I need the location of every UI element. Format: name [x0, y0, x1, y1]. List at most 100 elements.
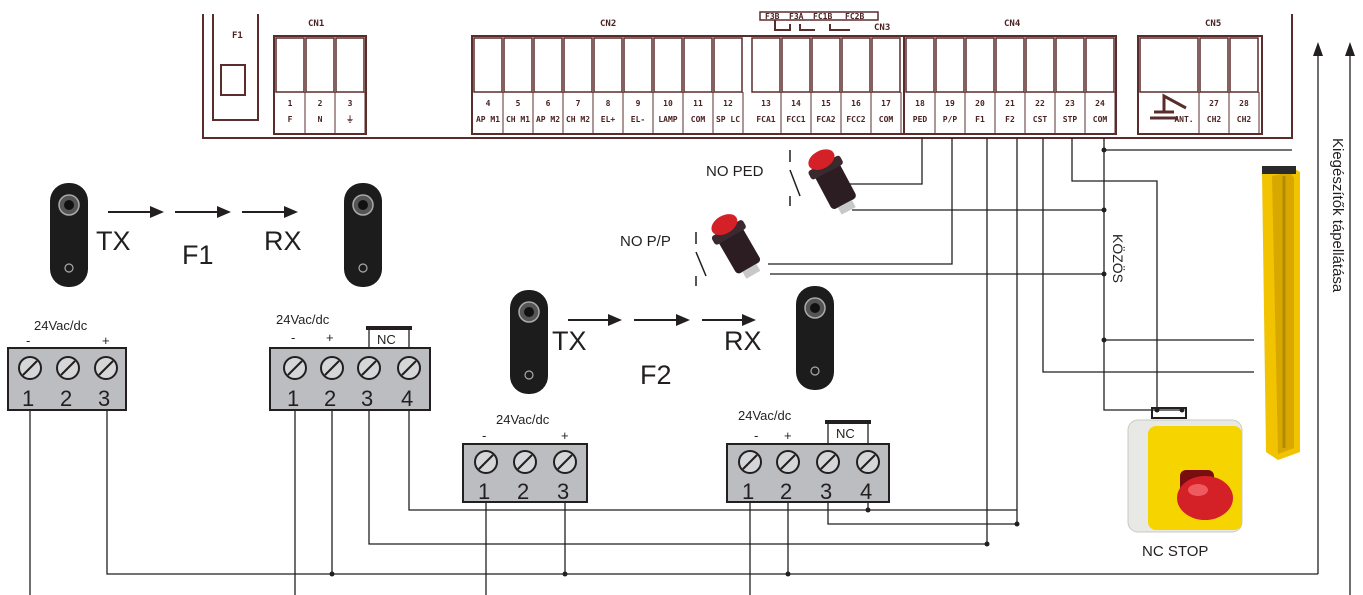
- photocell-f1: TX F1 RX 24Vac/dc - + 1 2 3 24Vac/dc - +…: [7, 183, 431, 411]
- terminal-number: 3: [348, 99, 353, 108]
- group-cn1: CN1: [308, 19, 324, 29]
- top-connector-fc2b: FC2B: [845, 12, 864, 21]
- terminal-name: EL+: [601, 115, 616, 124]
- f2-rx-num-4: 4: [860, 479, 872, 504]
- wiring: [29, 42, 1355, 595]
- terminal-name: ANT.: [1174, 115, 1193, 124]
- terminal-name: COM: [879, 115, 894, 124]
- terminal-name: SP LC: [716, 115, 740, 124]
- f1-rx-minus: -: [291, 330, 295, 345]
- f2-tx-num-3: 3: [557, 479, 569, 504]
- terminal-number: 12: [723, 99, 733, 108]
- terminal-name: N: [318, 115, 323, 124]
- terminal-name: CH2: [1237, 115, 1252, 124]
- emergency-stop-icon: [1127, 407, 1243, 533]
- board-terminal: 4 AP M1: [473, 37, 504, 134]
- f2-tx-label: TX: [552, 326, 587, 356]
- f1-beam-arrows: [108, 206, 298, 218]
- terminal-number: 16: [851, 99, 861, 108]
- terminal-name: AP M1: [476, 115, 500, 124]
- stop-button-label: NC STOP: [1142, 543, 1208, 560]
- f1-tx-num-3: 3: [98, 386, 110, 411]
- terminal-name: LAMP: [658, 115, 677, 124]
- terminal-number: 17: [881, 99, 891, 108]
- terminal-number: 2: [318, 99, 323, 108]
- f1-rx-label: RX: [264, 226, 302, 256]
- terminal-name: FCA2: [816, 115, 835, 124]
- f2-rx-photocell-icon: [796, 286, 834, 390]
- terminal-name: PED: [913, 115, 928, 124]
- f1-rx-num-2: 2: [324, 386, 336, 411]
- f2-rx-supply: 24Vac/dc: [738, 408, 792, 423]
- f2-tx-photocell-icon: [510, 290, 548, 394]
- accessory-supply-label: Kiegészítők tápellátása: [1329, 138, 1346, 293]
- terminal-name: ⏚: [346, 115, 354, 124]
- terminal-number: 15: [821, 99, 831, 108]
- pp-button: NO P/P: [620, 214, 761, 286]
- terminal-name: CH M1: [506, 115, 530, 124]
- terminal-number: 10: [663, 99, 673, 108]
- terminal-name: F2: [1005, 115, 1015, 124]
- antenna-icon: [1150, 93, 1187, 120]
- board-terminal: 6AP M2: [533, 37, 564, 134]
- common-label: KÖZÖS: [1110, 234, 1127, 283]
- terminal-number: 21: [1005, 99, 1015, 108]
- f1-tx-label: TX: [96, 226, 131, 256]
- group-cn2: CN2: [600, 19, 616, 29]
- terminal-name: F1: [975, 115, 985, 124]
- ped-button: NO PED: [706, 149, 856, 215]
- terminal-name: CST: [1033, 115, 1048, 124]
- terminal-number: 8: [606, 99, 611, 108]
- f1-tx-plus: +: [102, 333, 110, 348]
- f1-tx-num-1: 1: [22, 386, 34, 411]
- f1-tx-minus: -: [26, 333, 30, 348]
- f2-beam-arrows: [568, 314, 756, 326]
- terminal-name: COM: [1093, 115, 1108, 124]
- f1-rx-num-1: 1: [287, 386, 299, 411]
- terminal-number: 7: [576, 99, 581, 108]
- f2-tx-supply: 24Vac/dc: [496, 412, 550, 427]
- terminal-number: 24: [1095, 99, 1105, 108]
- f1-rx-photocell-icon: [344, 183, 382, 287]
- terminal-number: 4: [486, 99, 491, 108]
- f1-rx-nc: NC: [377, 332, 396, 347]
- board-terminal: 12 SP LC: [713, 37, 744, 134]
- board-terminal: ANT.: [1139, 37, 1200, 134]
- f2-tx-num-2: 2: [517, 479, 529, 504]
- f2-tx-num-1: 1: [478, 479, 490, 504]
- f1-rx-num-4: 4: [401, 386, 413, 411]
- board-terminal: 7CH M2: [563, 37, 594, 134]
- terminal-name: FCC2: [846, 115, 865, 124]
- f2-rx-terminal-block: 1 2 3 4: [726, 443, 890, 504]
- terminal-number: 1: [288, 99, 293, 108]
- terminal-number: 23: [1065, 99, 1075, 108]
- top-connectors: F3B F3A FC1B FC2B: [759, 11, 879, 31]
- terminal-name: AP M2: [536, 115, 560, 124]
- f1-rx-plus: +: [326, 330, 334, 345]
- ped-button-label: NO PED: [706, 163, 764, 180]
- terminal-name: FCC1: [786, 115, 805, 124]
- pp-pushbutton-icon: [711, 214, 761, 279]
- terminal-name: EL-: [631, 115, 645, 124]
- f1-tx-supply: 24Vac/dc: [34, 318, 88, 333]
- photocell-f2: TX F2 RX 24Vac/dc - + 1 2 3 24Vac/dc - +…: [462, 286, 890, 504]
- terminal-number: 14: [791, 99, 801, 108]
- terminal-number: 5: [516, 99, 521, 108]
- f1-tx-num-2: 2: [60, 386, 72, 411]
- terminal-number: 19: [945, 99, 955, 108]
- group-cn4: CN4: [1004, 19, 1021, 29]
- f2-tx-plus: +: [561, 428, 569, 443]
- f2-rx-num-3: 3: [820, 479, 832, 504]
- terminal-name: CH2: [1207, 115, 1222, 124]
